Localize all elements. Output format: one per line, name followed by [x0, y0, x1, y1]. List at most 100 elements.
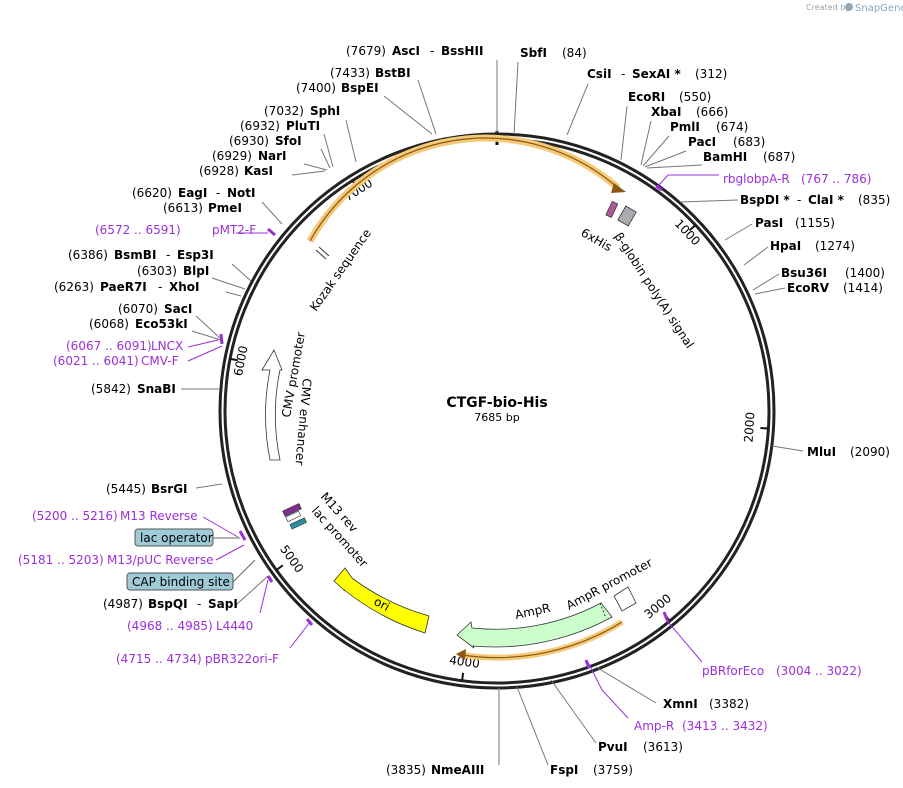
primer-range-cmv-f: (6021 .. 6041)	[53, 354, 139, 368]
primer-range-rbglobpa-r: (767 .. 786)	[801, 172, 871, 186]
primer-name-pbr322ori-f: pBR322ori-F	[205, 652, 279, 666]
svg-text:BspQI: BspQI	[148, 597, 188, 611]
enzyme-leader-lines	[181, 60, 804, 766]
primer-name-pbrforeco: pBRforEco	[702, 664, 764, 678]
enzyme-leader-ecori	[620, 105, 628, 161]
sixhis-block	[605, 200, 619, 219]
tick-mark-5000	[275, 564, 284, 571]
lac-operator-label: lac operator	[140, 531, 213, 545]
svg-text:BstBI: BstBI	[375, 66, 411, 80]
svg-text:NarI: NarI	[258, 149, 287, 163]
svg-text:(1414): (1414)	[843, 281, 883, 295]
primer-range-pbrforeco: (3004 .. 3022)	[776, 664, 862, 678]
cap-binding-site-box	[126, 572, 234, 591]
enzyme-leader-fspi	[516, 686, 549, 766]
svg-text:(6070): (6070)	[118, 302, 158, 316]
svg-text:EcoRI: EcoRI	[628, 90, 665, 104]
enzyme-label-hpai: HpaI (1274)	[770, 239, 855, 253]
enzyme-label-paci: PacI (683)	[688, 135, 765, 149]
svg-text:(6613): (6613)	[163, 201, 203, 215]
enzyme-label-bspdi: BspDI * - ClaI * (835)	[740, 193, 890, 207]
enzyme-leader-bsu36i	[752, 273, 780, 291]
enzyme-label-eco53ki: (6068) Eco53kI	[89, 317, 188, 331]
enzyme-label-blpi: (6303) BlpI	[137, 264, 209, 278]
primer-range-l4440: (4968 .. 4985)	[127, 619, 213, 633]
svg-text:HpaI: HpaI	[770, 239, 801, 253]
svg-text:(7433): (7433)	[330, 66, 370, 80]
enzyme-leader-bsrgi	[195, 483, 223, 489]
svg-text:PacI: PacI	[688, 135, 716, 149]
svg-text:BsrGI: BsrGI	[151, 482, 188, 496]
primer-leader-m13-reverse	[202, 516, 239, 538]
enzyme-label-sbfi: SbfI (84)	[520, 46, 587, 60]
feature-label-ori: ori	[372, 594, 392, 614]
svg-text:PmeI: PmeI	[208, 201, 242, 215]
svg-text:(6263): (6263)	[54, 280, 94, 294]
svg-text:(2090): (2090)	[850, 445, 890, 459]
primer-leader-pbr322ori-f	[289, 621, 311, 649]
svg-text:(3613): (3613)	[643, 740, 683, 754]
svg-text:(1274): (1274)	[815, 239, 855, 253]
svg-text:PasI: PasI	[755, 216, 783, 230]
primer-arrow-rbglobpa-r	[655, 184, 663, 192]
ori-arrow	[333, 567, 430, 634]
svg-text:(6928): (6928)	[199, 164, 239, 178]
enzyme-leader-sfoi	[320, 148, 331, 169]
enzyme-leader-blpi	[211, 277, 246, 290]
svg-text:(666): (666)	[696, 105, 728, 119]
svg-text:XmnI: XmnI	[663, 697, 698, 711]
svg-text:Esp3I: Esp3I	[177, 248, 214, 262]
svg-text:BspDI *: BspDI *	[740, 193, 790, 207]
credit-brand: SnapGene	[855, 3, 903, 14]
enzyme-label-bstbi: (7433) BstBI	[330, 66, 411, 80]
feature-label-betaglobin: β-globin poly(A) signal	[611, 230, 696, 351]
svg-text:(6929): (6929)	[212, 149, 252, 163]
boxed-labels: lac operator CAP binding site	[126, 528, 256, 591]
svg-text:AscI: AscI	[392, 44, 420, 58]
primer-arrow-pbr322ori-f	[305, 618, 314, 626]
svg-text:NotI: NotI	[227, 186, 256, 200]
enzyme-label-sphi: (7032) SphI	[264, 104, 340, 118]
kozak-sequence-marker	[315, 246, 330, 260]
cap-binding-site-leader	[232, 559, 256, 583]
svg-text:SbfI: SbfI	[520, 46, 547, 60]
svg-text:KasI: KasI	[244, 164, 273, 178]
svg-text:(3759): (3759)	[593, 763, 633, 777]
enzyme-labels: (7679) AscI - BssHII SbfI (84) CsiI - Se…	[54, 44, 890, 777]
svg-text:PluTI: PluTI	[286, 119, 320, 133]
svg-text:PaeR7I: PaeR7I	[100, 280, 147, 294]
primer-leader-m13-puc-reverse	[215, 544, 245, 561]
enzyme-label-nmeaiii: (3835) NmeAIII	[386, 763, 484, 777]
enzyme-label-mlui: MluI (2090)	[807, 445, 890, 459]
svg-text:(3835): (3835)	[386, 763, 426, 777]
enzyme-leader-kasi	[291, 170, 326, 176]
lac-promoter-block	[289, 517, 307, 530]
enzyme-label-sfoi: (6930) SfoI	[229, 134, 302, 148]
enzyme-label-bsu36i: Bsu36I (1400)	[781, 266, 885, 280]
enzyme-leader-sphi	[345, 119, 357, 163]
primer-arrow-m13	[238, 530, 247, 541]
ampr-promoter-divider	[599, 602, 607, 619]
svg-text:SnaBI: SnaBI	[137, 382, 176, 396]
svg-text:PvuI: PvuI	[598, 740, 628, 754]
enzyme-label-paer7i: (6263) PaeR7I - XhoI	[54, 280, 200, 294]
svg-text:(835): (835)	[858, 193, 890, 207]
primer-arrow-pmt2-f	[267, 227, 276, 237]
svg-text:-: -	[621, 67, 625, 81]
enzyme-leader-bspei	[383, 95, 433, 135]
svg-text:(6303): (6303)	[137, 264, 177, 278]
enzyme-label-eagi: (6620) EagI - NotI	[132, 186, 256, 200]
enzyme-leader-pasi	[724, 223, 753, 241]
snapgene-logo-icon	[845, 3, 853, 11]
tick-mark-2000	[760, 426, 769, 430]
enzyme-label-snabi: (5842) SnaBI	[91, 382, 176, 396]
svg-text:EagI: EagI	[178, 186, 207, 200]
svg-text:(6932): (6932)	[240, 119, 280, 133]
svg-text:(674): (674)	[716, 120, 748, 134]
feature-label-sixhis: 6xHis	[579, 225, 615, 254]
svg-text:(5445): (5445)	[106, 482, 146, 496]
enzyme-leader-bspdi	[679, 199, 739, 203]
primer-leader-lncx	[187, 339, 219, 348]
svg-text:(7032): (7032)	[264, 104, 304, 118]
svg-text:(5842): (5842)	[91, 382, 131, 396]
